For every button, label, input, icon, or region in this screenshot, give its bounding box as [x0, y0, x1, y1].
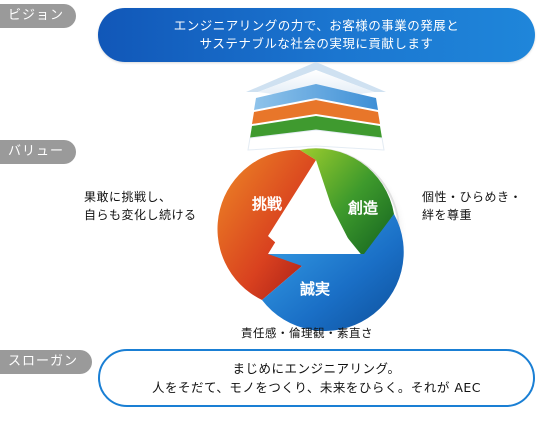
challenge-description: 果敢に挑戦し、 自らも変化し続ける [84, 188, 197, 224]
create-segment [300, 148, 394, 258]
slogan-line-1: まじめにエンジニアリング。 [232, 361, 401, 376]
create-desc-line-2: 絆を尊重 [422, 208, 473, 222]
sincerity-segment [262, 214, 404, 331]
create-label: 創造 [347, 199, 378, 217]
vision-tag: ビジョン [0, 4, 76, 28]
center-triangle [268, 176, 356, 254]
vision-line-2: サステナブルな社会の実現に貢献します [199, 36, 434, 51]
create-description: 個性・ひらめき・ 絆を尊重 [422, 188, 522, 224]
challenge-segment [217, 149, 316, 300]
vision-statement: エンジニアリングの力で、お客様の事業の発展と サステナブルな社会の実現に貢献しま… [98, 8, 535, 62]
challenge-desc-line-2: 自らも変化し続ける [84, 208, 197, 222]
slogan-tag: スローガン [0, 350, 92, 374]
slogan-line-2: 人をそだて、モノをつくり、未来をひらく。それが AEC [151, 380, 482, 395]
sincerity-description: 責任感・倫理観・素直さ [241, 326, 373, 340]
create-desc-line-1: 個性・ひらめき・ [422, 190, 523, 204]
vision-line-1: エンジニアリングの力で、お客様の事業の発展と [173, 18, 460, 33]
upward-arrow-icon [246, 62, 386, 151]
sincerity-label: 誠実 [300, 280, 330, 298]
slogan-statement: まじめにエンジニアリング。 人をそだて、モノをつくり、未来をひらく。それが AE… [98, 349, 535, 407]
value-tag: バリュー [0, 140, 76, 164]
challenge-label: 挑戦 [252, 195, 283, 213]
challenge-desc-line-1: 果敢に挑戦し、 [84, 190, 172, 204]
